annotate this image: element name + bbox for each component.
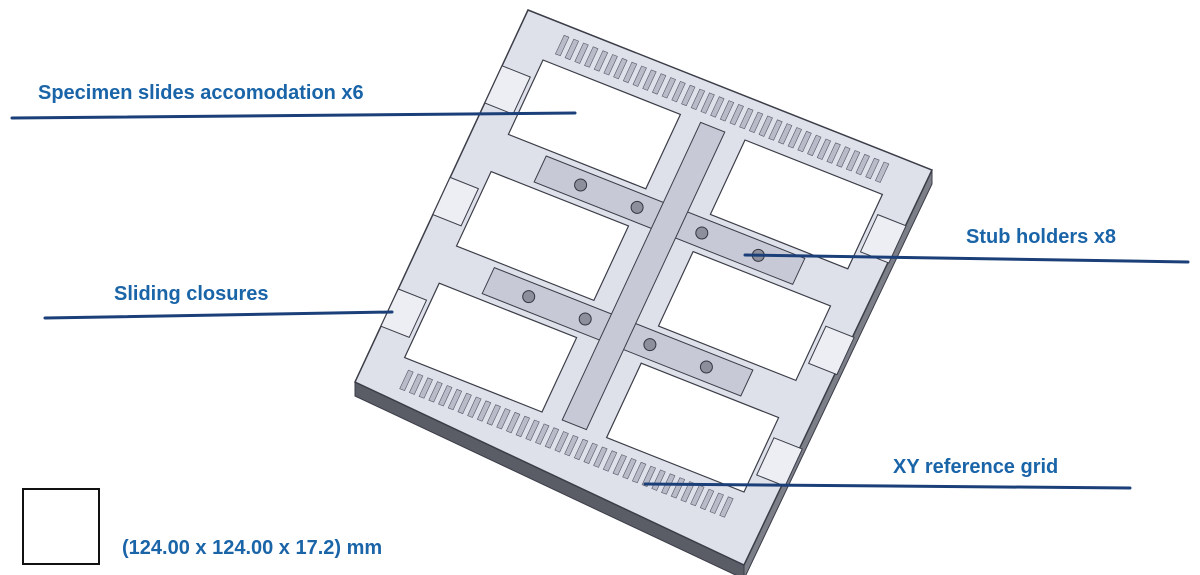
xy-grid-ridge	[700, 92, 715, 114]
leader-sliding-closures	[43, 310, 394, 320]
center-spine	[561, 121, 726, 431]
xy-grid-ridge	[632, 65, 647, 87]
xy-grid-ridge	[573, 438, 589, 461]
xy-grid-ridge	[699, 488, 715, 511]
xy-grid-ridge	[865, 157, 880, 180]
xy-grid-ridge	[719, 496, 734, 518]
xy-grid-ridge	[642, 69, 657, 91]
xy-grid-ridge	[418, 377, 434, 399]
xy-grid-ridge	[486, 404, 501, 426]
xy-grid-ridge	[544, 427, 560, 449]
specimen-slide-window	[657, 250, 832, 382]
stub-holder-hole	[522, 290, 536, 304]
xy-grid-ridge	[574, 42, 589, 64]
xy-grid-ridge	[622, 61, 638, 84]
xy-grid-ridge	[438, 385, 453, 407]
xy-grid-ridge	[399, 369, 414, 391]
leader-stub-holders	[743, 253, 1190, 264]
xy-grid-ridge	[709, 492, 724, 514]
xy-grid-ridge	[535, 423, 550, 445]
xy-grid-ridge	[525, 419, 540, 441]
xy-grid-ridge	[719, 100, 735, 122]
xy-grid-ridge	[467, 396, 482, 418]
xy-grid-ridge	[729, 104, 744, 126]
xy-grid-ridge	[680, 481, 695, 503]
xy-grid-ridge	[428, 381, 443, 403]
sliding-closure	[859, 213, 907, 264]
xy-grid-ridge	[836, 146, 851, 168]
xy-grid-ridge	[777, 123, 793, 145]
xy-grid-ridge	[631, 461, 647, 484]
xy-grid-ridge	[564, 435, 579, 457]
specimen-slide-window	[709, 139, 884, 270]
stub-holder-hole	[574, 178, 588, 192]
xy-grid-ridge	[797, 130, 812, 153]
xy-grid-ridge	[564, 38, 580, 61]
specimen-slide-window	[455, 170, 630, 302]
specimen-slide-window	[507, 59, 682, 190]
xy-grid-ridge	[505, 411, 521, 434]
xy-grid-ridge	[584, 46, 599, 68]
xy-grid-ridge	[874, 161, 890, 183]
xy-grid-ridge	[613, 57, 628, 80]
label-dimensions: (124.00 x 124.00 x 17.2) mm	[122, 537, 383, 559]
scale-reference-square	[22, 488, 100, 565]
label-xy-reference-grid: XY reference grid	[893, 456, 1059, 478]
label-sliding-closures: Sliding closures	[114, 283, 269, 305]
xy-grid-ridge	[593, 446, 608, 468]
stub-holder-hole	[699, 360, 713, 374]
xy-grid-ridge	[583, 442, 598, 464]
stub-holder-hole	[630, 200, 644, 214]
label-stub-holders: Stub holders x8	[966, 226, 1117, 248]
xy-grid-ridge	[748, 111, 764, 133]
stub-holder-hole	[578, 312, 592, 326]
xy-grid-ridge	[651, 73, 667, 95]
xy-grid-ridge	[710, 96, 725, 118]
xy-grid-ridge	[816, 138, 832, 160]
xy-grid-ridge	[845, 150, 861, 172]
stub-holder-hole	[695, 226, 709, 240]
leader-xy-reference-grid	[643, 482, 1132, 490]
xy-grid-ridge	[515, 415, 531, 438]
xy-grid-ridge	[593, 50, 609, 72]
xy-grid-ridge	[758, 115, 773, 137]
xy-grid-ridge	[457, 392, 472, 415]
specimen-slide-window	[605, 362, 780, 493]
xy-grid-ridge	[554, 431, 569, 453]
xy-grid-ridge	[826, 142, 841, 164]
xy-grid-ridge	[661, 77, 677, 99]
xy-grid-ridge	[641, 465, 657, 487]
sliding-closure	[380, 288, 428, 339]
xy-grid-ridge	[690, 484, 705, 507]
xy-grid-ridge	[681, 84, 696, 107]
xy-grid-ridge	[612, 454, 627, 476]
xy-grid-ridge	[622, 458, 637, 480]
xy-grid-ridge	[739, 107, 754, 130]
label-specimen-slides: Specimen slides accomodation x6	[38, 82, 364, 104]
xy-grid-ridge	[603, 54, 618, 76]
xy-grid-ridge	[602, 450, 618, 472]
xy-grid-ridge	[787, 127, 803, 149]
xy-grid-ridge	[768, 119, 783, 141]
xy-grid-ridge	[807, 134, 822, 157]
xy-grid-ridge	[496, 408, 511, 430]
xy-grid-ridge	[408, 373, 424, 395]
xy-grid-ridge	[476, 400, 492, 422]
sliding-closure	[432, 176, 480, 227]
xy-grid-ridge	[447, 388, 463, 411]
xy-grid-ridge	[671, 81, 686, 103]
specimen-slide-window	[403, 282, 578, 413]
sliding-closure	[807, 325, 855, 376]
xy-grid-ridge	[554, 34, 570, 57]
xy-grid-ridge	[690, 88, 706, 110]
xy-grid-ridge	[855, 153, 870, 176]
xy-grid-ridge	[670, 477, 686, 499]
stub-holder-hole	[643, 338, 657, 352]
leader-specimen-slides	[10, 111, 577, 120]
